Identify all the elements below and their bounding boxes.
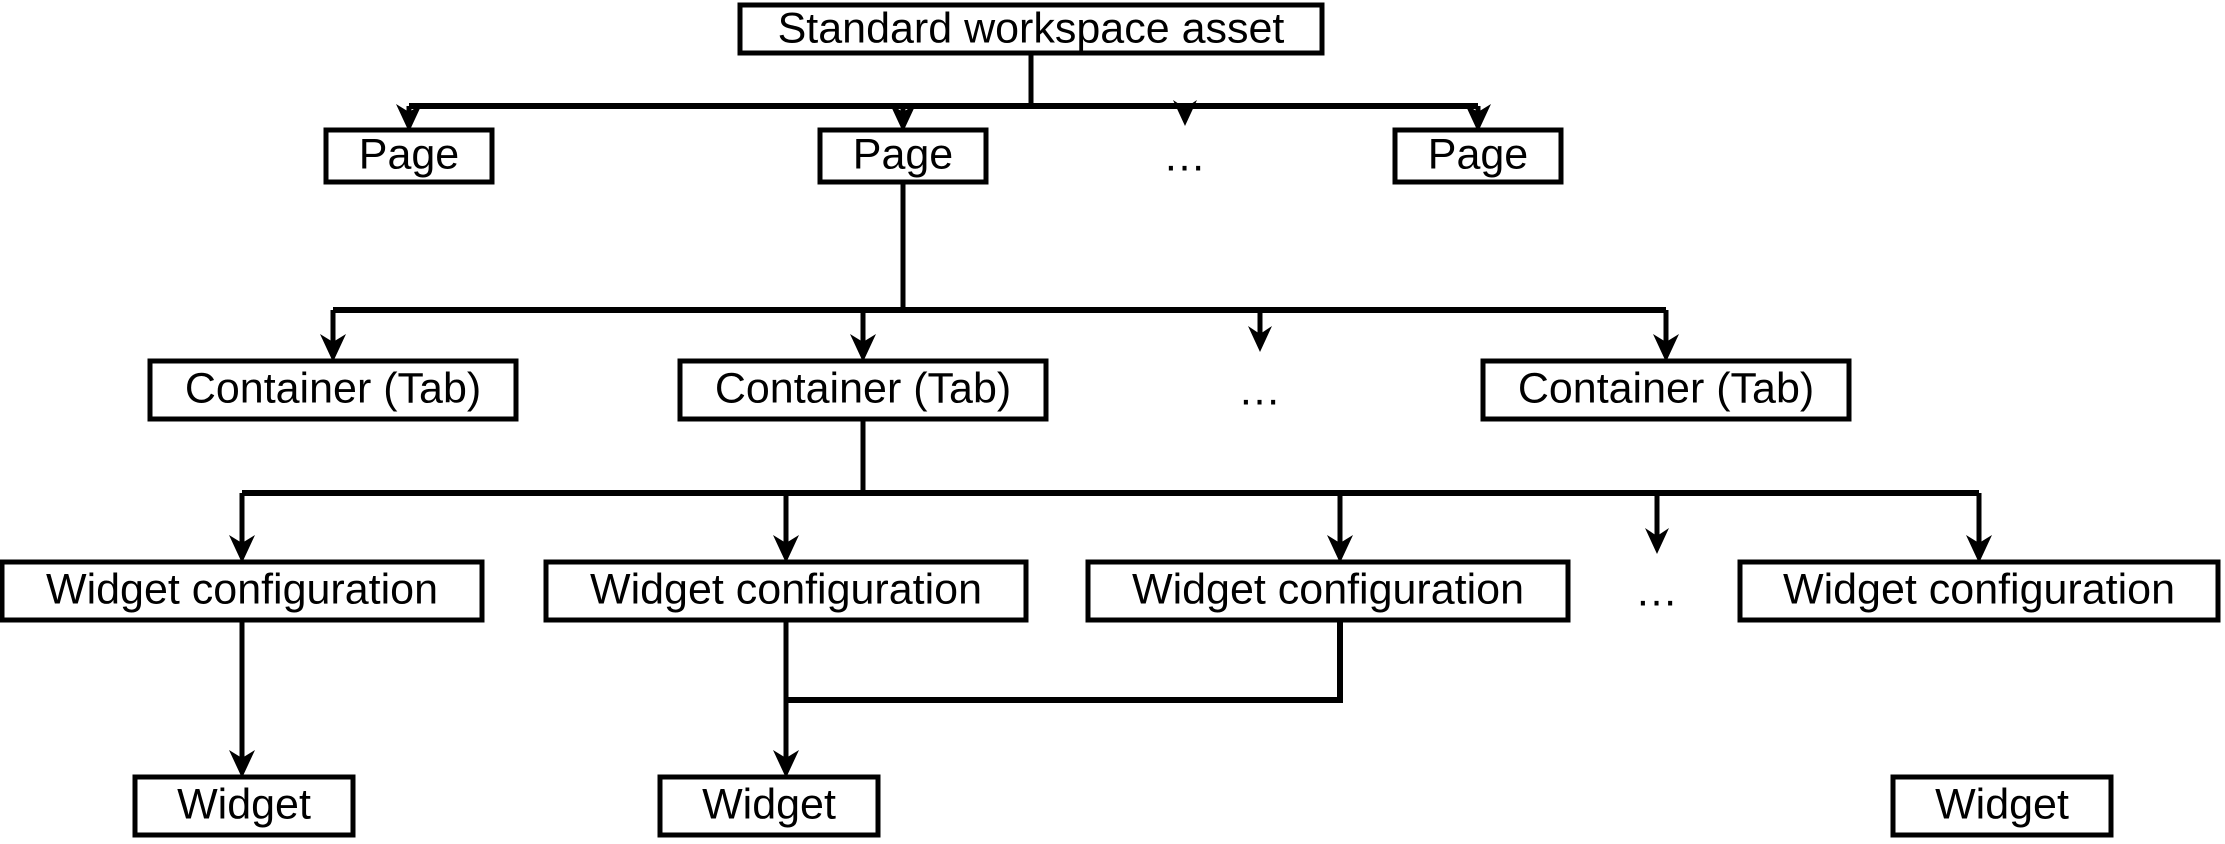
node-standard-workspace-asset[interactable]: Standard workspace asset xyxy=(737,2,1325,56)
edge-group-container-to-widget-configs xyxy=(229,419,1992,563)
node-page-2[interactable]: Page xyxy=(817,127,989,185)
node-container-ellipsis: … xyxy=(1238,366,1282,414)
node-page-3[interactable]: Page xyxy=(1392,127,1564,185)
node-label-page-1: Page xyxy=(359,130,459,178)
arrowhead-widget-config-2 xyxy=(773,535,799,563)
node-label-widget-config-1: Widget configuration xyxy=(46,565,438,613)
node-widget-2[interactable]: Widget xyxy=(657,774,881,838)
edge-widget-config-3-elbow-to-widget-2 xyxy=(786,620,1343,703)
node-label-widget-2: Widget xyxy=(702,780,836,828)
node-box-widget-1[interactable] xyxy=(132,774,356,838)
node-widget-config-1[interactable]: Widget configuration xyxy=(0,559,485,623)
arrowhead-page-1 xyxy=(396,104,422,132)
node-box-widget-3[interactable] xyxy=(1890,774,2114,838)
node-label-widget-config-2: Widget configuration xyxy=(590,565,982,613)
edge-group-page-to-containers xyxy=(320,182,1679,362)
node-label-container-1: Container (Tab) xyxy=(185,364,481,412)
node-box-container-2[interactable] xyxy=(677,358,1049,422)
node-container-1[interactable]: Container (Tab) xyxy=(147,358,519,422)
node-label-root: Standard workspace asset xyxy=(778,4,1285,52)
node-label-widget-1: Widget xyxy=(177,780,311,828)
node-box-page-2[interactable] xyxy=(817,127,989,185)
arrowhead-container-1 xyxy=(320,334,346,362)
arrowhead-widget-1 xyxy=(229,750,255,778)
node-label-widget-config-3: Widget configuration xyxy=(1132,565,1524,613)
node-box-widget-2[interactable] xyxy=(657,774,881,838)
arrowhead-widget-config-4 xyxy=(1966,535,1992,563)
edge-group-root-to-pages xyxy=(396,53,1491,132)
node-label-page-2: Page xyxy=(853,130,953,178)
node-label-container-2: Container (Tab) xyxy=(715,364,1011,412)
node-widget-1[interactable]: Widget xyxy=(132,774,356,838)
arrowhead-container-3 xyxy=(1653,334,1679,362)
arrowhead-widget-config-3 xyxy=(1327,535,1353,563)
node-box-widget-config-1[interactable] xyxy=(0,559,485,623)
node-widget-3[interactable]: Widget xyxy=(1890,774,2114,838)
node-box-container-1[interactable] xyxy=(147,358,519,422)
node-box-root[interactable] xyxy=(737,2,1325,56)
arrowhead-container-2 xyxy=(850,334,876,362)
node-label-container-3: Container (Tab) xyxy=(1518,364,1814,412)
arrowhead-widget-config-1 xyxy=(229,535,255,563)
arrowhead-page-ellipsis xyxy=(1173,100,1197,126)
node-page-ellipsis: … xyxy=(1163,132,1207,180)
node-box-widget-config-3[interactable] xyxy=(1085,559,1571,623)
arrowhead-page-2 xyxy=(890,104,916,132)
node-label-page-3: Page xyxy=(1428,130,1528,178)
node-container-3[interactable]: Container (Tab) xyxy=(1480,358,1852,422)
node-box-widget-config-2[interactable] xyxy=(543,559,1029,623)
arrowhead-widget-2 xyxy=(773,750,799,778)
node-widget-config-ellipsis: … xyxy=(1635,567,1679,615)
arrowhead-page-3 xyxy=(1465,104,1491,132)
node-widget-config-4[interactable]: Widget configuration xyxy=(1737,559,2221,623)
node-box-page-1[interactable] xyxy=(323,127,495,185)
node-label-widget-3: Widget xyxy=(1935,780,2069,828)
node-widget-config-3[interactable]: Widget configuration xyxy=(1085,559,1571,623)
node-box-container-3[interactable] xyxy=(1480,358,1852,422)
ellipsis-pages: … xyxy=(1163,132,1207,180)
edge-group-widget-configs-to-widgets xyxy=(229,620,1343,778)
node-widget-config-2[interactable]: Widget configuration xyxy=(543,559,1029,623)
node-page-1[interactable]: Page xyxy=(323,127,495,185)
arrowhead-container-ellipsis xyxy=(1248,326,1272,352)
node-box-widget-config-4[interactable] xyxy=(1737,559,2221,623)
node-container-2[interactable]: Container (Tab) xyxy=(677,358,1049,422)
ellipsis-containers: … xyxy=(1238,366,1282,414)
ellipsis-widget-configs: … xyxy=(1635,567,1679,615)
node-box-page-3[interactable] xyxy=(1392,127,1564,185)
arrowhead-widget-config-ellipsis xyxy=(1645,528,1669,554)
node-label-widget-config-4: Widget configuration xyxy=(1783,565,2175,613)
